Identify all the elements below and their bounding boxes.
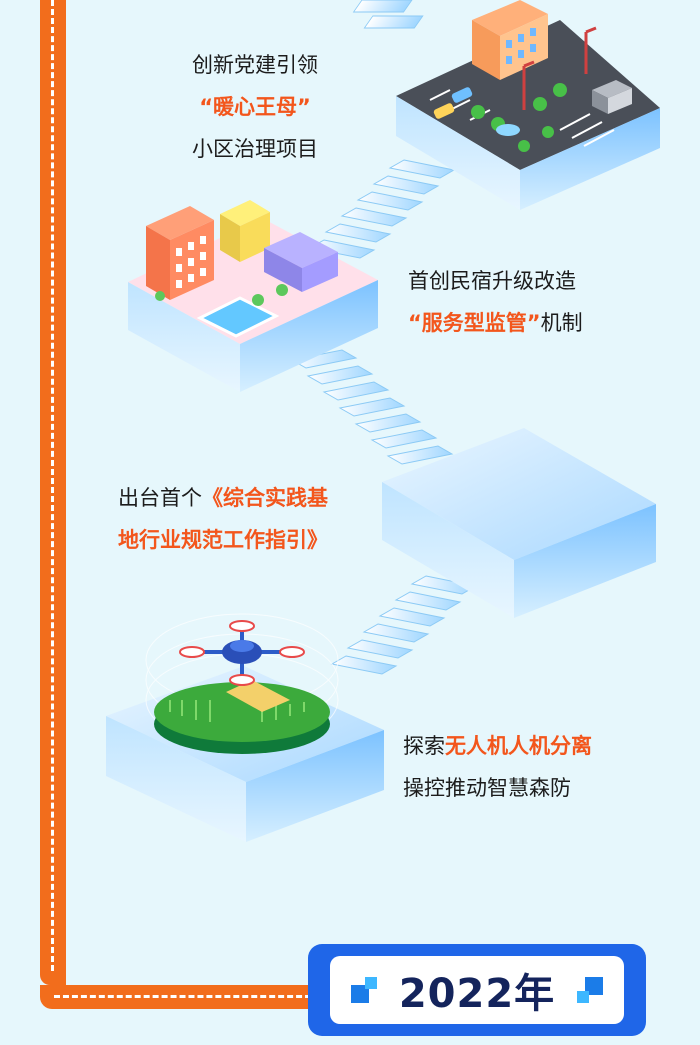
milestone-3-pre: 出台首个	[118, 486, 202, 510]
year-label: 2022年	[398, 971, 556, 1017]
platform-community	[396, 0, 660, 210]
platform-forest	[106, 613, 384, 842]
milestone-2-line1: 首创民宿升级改造	[408, 269, 576, 293]
milestone-2-line2: “服务型监管”机制	[408, 302, 583, 344]
milestone-3-highlight-1: 《综合实践基	[202, 486, 328, 510]
square-deco-icon	[350, 977, 377, 1003]
milestone-3: 出台首个《综合实践基 地行业规范工作指引》	[118, 477, 328, 561]
milestone-4-pre: 探索	[403, 734, 445, 758]
milestone-2-highlight: “服务型监管”	[408, 311, 541, 335]
platform-homestay	[128, 200, 378, 392]
drone-icon	[179, 620, 305, 686]
milestone-4-highlight: 无人机人机分离	[445, 734, 592, 758]
timeline-line	[40, 0, 66, 985]
milestone-1-line3: 小区治理项目	[192, 137, 318, 161]
stairs-4	[330, 575, 478, 675]
timeline-line-bottom	[40, 985, 320, 1009]
milestone-1-highlight: “暖心王母”	[199, 95, 311, 119]
milestone-1: 创新党建引领 “暖心王母” 小区治理项目	[145, 44, 365, 170]
milestone-3-highlight-2: 地行业规范工作指引》	[118, 528, 328, 552]
milestone-3-line1: 出台首个《综合实践基	[118, 477, 328, 519]
platform-empty	[382, 428, 656, 618]
stairs-2	[308, 159, 456, 259]
milestone-4: 探索无人机人机分离 操控推动智慧森防	[403, 725, 592, 809]
year-badge-inner: 2022年	[330, 956, 624, 1024]
milestone-2: 首创民宿升级改造 “服务型监管”机制	[408, 260, 583, 344]
milestone-1-line1: 创新党建引领	[192, 53, 318, 77]
stairs-3	[290, 349, 454, 465]
milestone-2-rest: 机制	[540, 311, 583, 335]
milestone-4-line2: 操控推动智慧森防	[403, 776, 571, 800]
square-deco-icon	[577, 977, 604, 1003]
stairs-1	[352, 0, 424, 29]
year-badge: 2022年	[308, 944, 646, 1036]
milestone-4-line1: 探索无人机人机分离	[403, 725, 592, 767]
